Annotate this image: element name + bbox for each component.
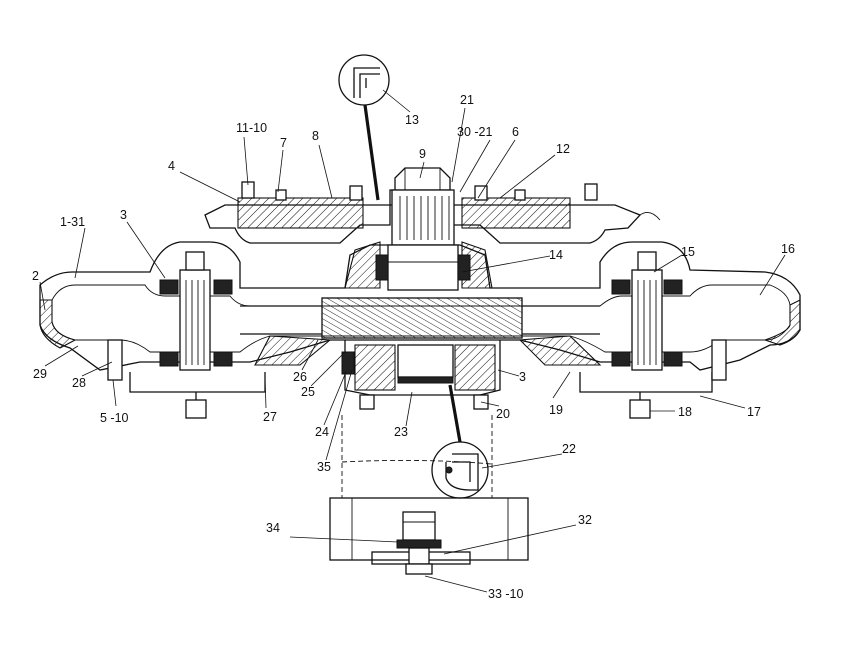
callout-19: 19 <box>549 403 563 417</box>
callout-1-31: 1-31 <box>60 215 85 229</box>
callout-26: 26 <box>293 370 307 384</box>
central-shaft <box>375 167 471 291</box>
callout-2: 2 <box>32 269 39 283</box>
leader-lines <box>39 89 786 593</box>
callout-20: 20 <box>496 407 510 421</box>
callout-30-21: 30 -21 <box>457 125 492 139</box>
callout-4: 4 <box>168 159 175 173</box>
callout-labels: 11-10 7 8 4 9 21 30 -21 6 12 13 1-31 3 2… <box>32 93 795 601</box>
callout-18: 18 <box>678 405 692 419</box>
callout-32: 32 <box>578 513 592 527</box>
callout-34: 34 <box>266 521 280 535</box>
horizontal-gear <box>240 297 600 339</box>
shaft-splines <box>399 196 450 240</box>
callout-28: 28 <box>72 376 86 390</box>
callout-8: 8 <box>312 129 319 143</box>
callout-24: 24 <box>315 425 329 439</box>
right-spindle <box>579 251 727 419</box>
callout-23: 23 <box>394 425 408 439</box>
callout-5-10: 5 -10 <box>100 411 129 425</box>
lower-bearing-housing <box>341 340 501 410</box>
callout-25: 25 <box>301 385 315 399</box>
callout-22: 22 <box>562 442 576 456</box>
callout-6: 6 <box>512 125 519 139</box>
callout-21: 21 <box>460 93 474 107</box>
callout-7: 7 <box>280 136 287 150</box>
callout-17: 17 <box>747 405 761 419</box>
callout-12: 12 <box>556 142 570 156</box>
test-fixture <box>329 415 529 575</box>
callout-3-right: 3 <box>519 370 526 384</box>
callout-29: 29 <box>33 367 47 381</box>
callout-16: 16 <box>781 242 795 256</box>
top-cover <box>204 181 661 244</box>
callout-9: 9 <box>419 147 426 161</box>
callout-11-10: 11-10 <box>236 121 267 135</box>
callout-3-left: 3 <box>120 208 127 222</box>
callout-35: 35 <box>317 460 331 474</box>
callout-15: 15 <box>681 245 695 259</box>
left-spindle <box>107 251 266 419</box>
callout-13: 13 <box>405 113 419 127</box>
callout-27: 27 <box>263 410 277 424</box>
detail-callout-top <box>338 54 390 201</box>
callout-14: 14 <box>549 248 563 262</box>
callout-33-10: 33 -10 <box>488 587 523 601</box>
